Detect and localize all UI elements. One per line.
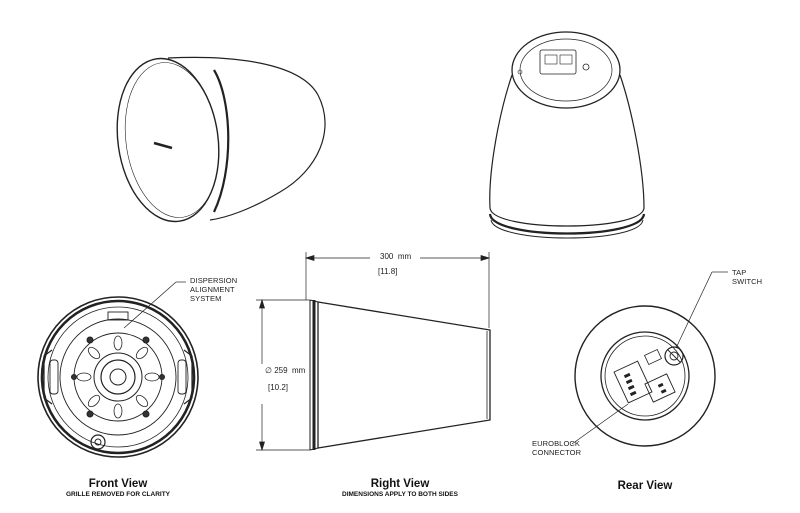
rear-view-title: Rear View <box>617 480 673 492</box>
diameter-unit: mm <box>292 366 306 375</box>
tap-switch-callout: TAP SWITCH <box>732 268 762 286</box>
tap-leader-line <box>675 271 713 349</box>
right-view-title: Right View <box>370 478 430 490</box>
dispersion-callout: DISPERSION ALIGNMENT SYSTEM <box>190 276 237 303</box>
tap-callout-line-1: TAP <box>732 268 747 277</box>
euroblock-callout-line-1: EUROBLOCK <box>532 439 580 448</box>
length-mm: 300 <box>380 252 394 261</box>
diameter-inches: [10.2] <box>268 383 289 392</box>
length-dimension-value: 300 mm <box>380 252 411 261</box>
isometric-view-top <box>488 31 646 239</box>
dispersion-callout-line-1: DISPERSION <box>190 276 238 285</box>
dispersion-callout-line-2: ALIGNMENT <box>190 285 235 294</box>
right-view-subtitle: DIMENSIONS APPLY TO BOTH SIDES <box>342 491 458 498</box>
euroblock-leader-line <box>571 403 629 445</box>
diameter-dimension-value: ∅ 259 mm <box>265 366 305 375</box>
tap-callout-line-2: SWITCH <box>732 277 763 286</box>
dispersion-callout-line-3: SYSTEM <box>190 294 222 303</box>
rear-view-drawing <box>574 305 716 447</box>
length-dimension <box>304 252 491 328</box>
length-unit: mm <box>397 252 412 261</box>
dispersion-leader-line <box>123 281 177 329</box>
euroblock-callout: EUROBLOCK CONNECTOR <box>532 439 581 457</box>
length-inches: [11.8] <box>378 267 398 276</box>
isometric-view-left <box>116 56 326 223</box>
euroblock-callout-line-2: CONNECTOR <box>532 448 582 457</box>
diameter-mm: ∅ 259 <box>265 366 288 375</box>
diameter-dimension <box>256 298 310 452</box>
front-view-drawing <box>37 296 199 458</box>
front-view-subtitle: GRILLE REMOVED FOR CLARITY <box>66 491 170 498</box>
right-view-drawing <box>309 299 491 451</box>
front-view-title: Front View <box>88 478 148 490</box>
